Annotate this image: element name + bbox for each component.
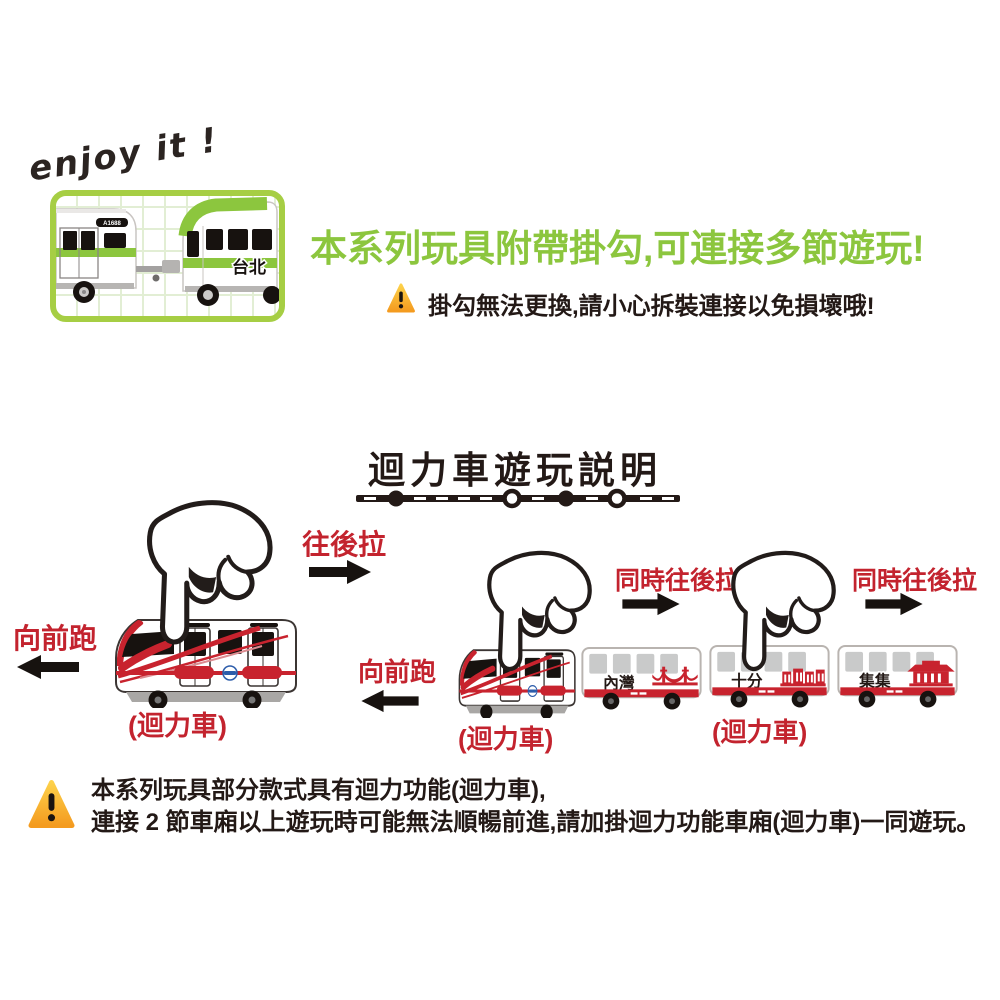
arrow-right-icon bbox=[309, 560, 371, 584]
label-pullback-car: (迴力車) bbox=[128, 711, 227, 741]
trailer-car-jiji: 集集 bbox=[837, 644, 958, 708]
caution-text: 掛勾無法更換,請小心拆裝連接以免損壞哦! bbox=[428, 293, 875, 320]
neiwan-bridge-art bbox=[652, 666, 698, 686]
label-pull-back-together: 同時往後拉 bbox=[852, 567, 978, 595]
arrow-left-icon bbox=[361, 689, 419, 713]
tra-logo bbox=[222, 665, 238, 681]
hand-illustration bbox=[487, 550, 592, 672]
right-car-destination: 台北 bbox=[232, 257, 266, 277]
trailer-name: 內灣 bbox=[603, 673, 635, 692]
left-car-number: A1688 bbox=[103, 221, 121, 227]
trailer-name: 十分 bbox=[731, 671, 763, 690]
train-photo: A1688 bbox=[50, 190, 285, 322]
shifen-oldstreet-art bbox=[780, 668, 826, 687]
section-title: 迴力車遊玩説明 bbox=[368, 450, 662, 491]
jiji-station-art bbox=[907, 660, 955, 687]
enjoy-script: enjoy it ! bbox=[26, 120, 222, 190]
green-train-photo-illustration: A1688 bbox=[56, 197, 279, 306]
pullback-train-large bbox=[115, 619, 297, 708]
arrow-left-icon bbox=[17, 655, 79, 679]
arrow-right-icon bbox=[622, 592, 680, 616]
railway-track-divider bbox=[356, 488, 680, 509]
label-pull-back: 往後拉 bbox=[302, 529, 387, 560]
trailer-name: 集集 bbox=[858, 671, 891, 690]
arrow-right-icon bbox=[865, 592, 923, 616]
headline: 本系列玩具附帶掛勾,可連接多節遊玩! bbox=[310, 228, 925, 269]
label-pull-back-together: 同時往後拉 bbox=[615, 567, 741, 595]
photo-left-car: A1688 bbox=[56, 208, 137, 303]
label-run-forward: 向前跑 bbox=[13, 623, 98, 654]
photo-right-car: 台北 bbox=[178, 197, 279, 306]
footer-note-line2: 連接 2 節車廂以上遊玩時可能無法順暢前進,請加掛迴力功能車廂(迴力車)一同遊玩… bbox=[91, 809, 981, 836]
coupler-hook bbox=[136, 260, 180, 282]
trailer-car-neiwan: 內灣 bbox=[581, 646, 702, 710]
label-pullback-car: (迴力車) bbox=[458, 724, 554, 754]
hand-illustration bbox=[147, 500, 273, 645]
warning-icon bbox=[387, 283, 415, 313]
label-pullback-car: (迴力車) bbox=[712, 717, 808, 747]
warning-icon bbox=[28, 780, 75, 828]
footer-note-line1: 本系列玩具部分款式具有迴力功能(迴力車), bbox=[91, 777, 546, 804]
hand-illustration bbox=[731, 550, 836, 672]
label-run-forward: 向前跑 bbox=[358, 657, 437, 687]
